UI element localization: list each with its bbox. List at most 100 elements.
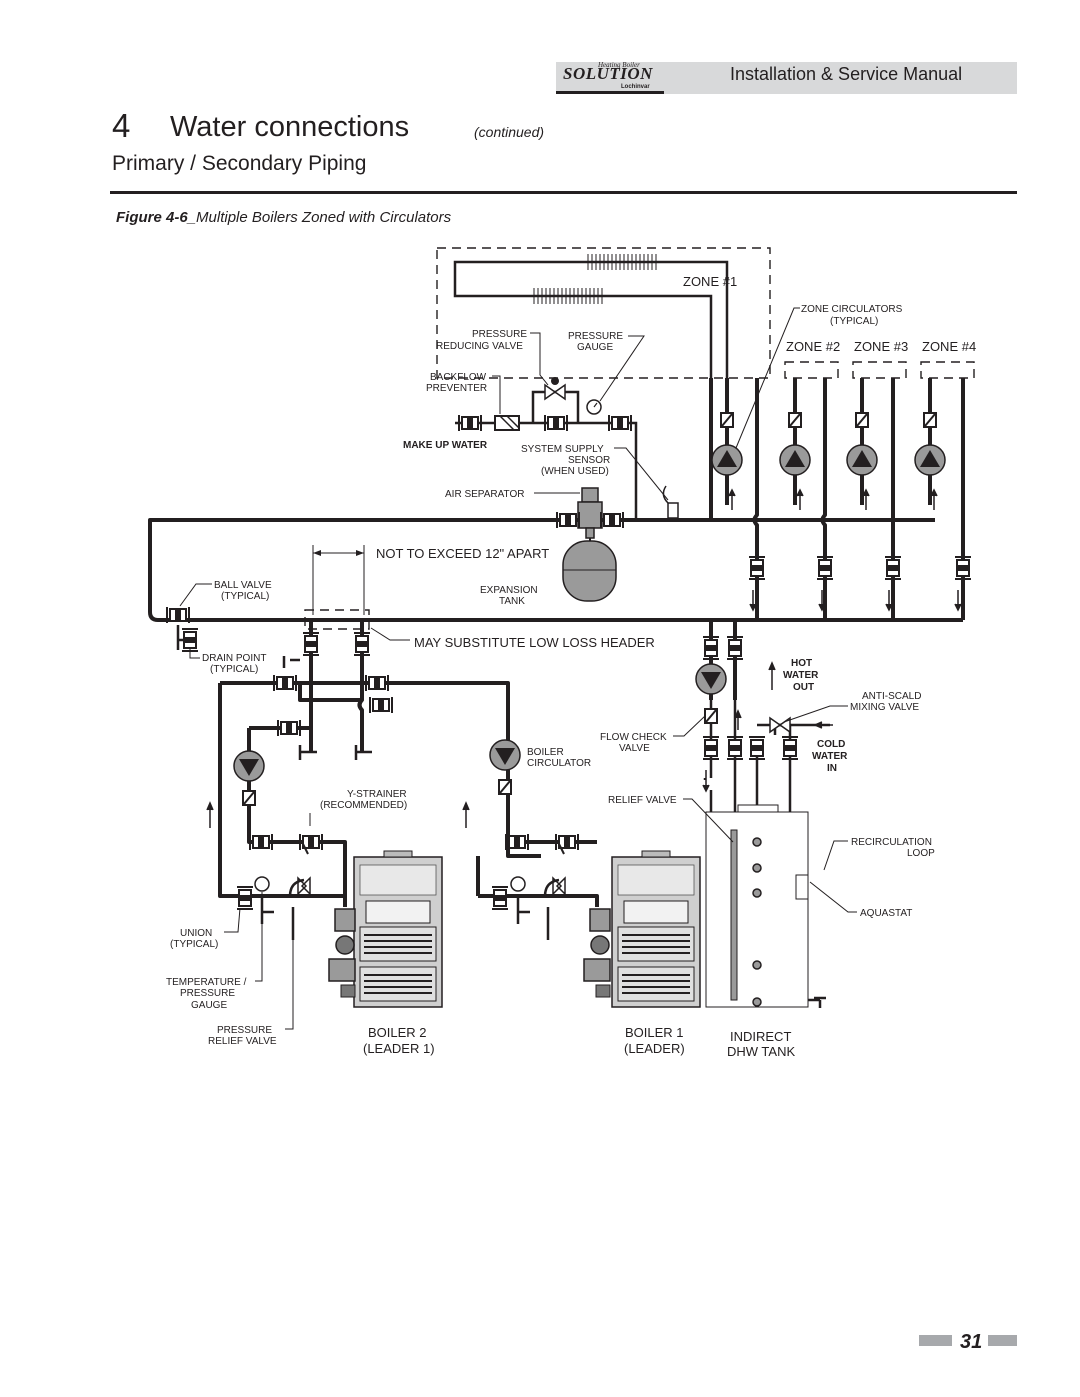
exp-tank-label-2: TANK — [499, 596, 525, 607]
continued-note: (continued) — [474, 124, 545, 140]
zone-circ-typical: (TYPICAL) — [830, 316, 878, 327]
backflow-label: BACKFLOW — [430, 372, 487, 383]
hot-water-label: HOT — [791, 658, 812, 669]
zone3-box — [852, 361, 907, 379]
dhw-flow-check — [704, 708, 718, 724]
system-supply-main — [148, 518, 935, 612]
zone3-return-valve — [884, 556, 902, 580]
twelve-inch-dimension — [312, 545, 365, 615]
b1-iso-valve — [505, 833, 529, 851]
boiler1-label: BOILER 1 — [625, 1025, 684, 1040]
b1-temp-pressure-gauge — [510, 876, 526, 892]
figure-caption: Figure 4-6_Multiple Boilers Zoned with C… — [116, 209, 451, 226]
air-sep-valve-r — [600, 511, 624, 529]
air-separator — [577, 487, 603, 539]
dhw-tank-label: INDIRECT — [730, 1029, 791, 1044]
b1-ystrainer — [555, 833, 579, 851]
section-title: Primary / Secondary Piping — [112, 152, 367, 175]
zone-circ-label: ZONE CIRCULATORS — [801, 304, 903, 315]
backflow-label-2: PREVENTER — [426, 383, 487, 394]
ball-valve-label: BALL VALVE — [214, 580, 272, 591]
relief-valve-label: RELIEF VALVE — [608, 795, 677, 806]
page-number-bar-right — [988, 1335, 1017, 1346]
zone4-return-valve — [954, 556, 972, 580]
pressure-relief-label-2: RELIEF VALVE — [208, 1036, 277, 1047]
exp-tank-label: EXPANSION — [480, 585, 538, 596]
b2-temp-pressure-gauge — [254, 876, 270, 892]
dhw-flow-arrows — [702, 661, 833, 793]
air-sep-valve-l — [556, 511, 580, 529]
boiler2 — [353, 850, 443, 1008]
b2-drain-valve — [277, 719, 301, 737]
tp-gauge-label: TEMPERATURE / — [166, 977, 247, 988]
boiler2-label: BOILER 2 — [368, 1025, 427, 1040]
zone4-box — [920, 361, 975, 379]
hot-water-label-3: OUT — [793, 682, 814, 693]
b2-relief-valve — [297, 876, 311, 896]
cold-water-label: COLD — [817, 739, 845, 750]
manual-title: Installation & Service Manual — [730, 64, 963, 84]
zone4-flow-check — [923, 412, 937, 428]
dhw-valve-1 — [702, 736, 720, 760]
boiler2-gas-train — [328, 908, 356, 998]
boiler2-circulator — [233, 750, 265, 782]
solution-logo — [556, 62, 664, 94]
drain-point-label-2: (TYPICAL) — [210, 664, 258, 675]
zone2-box — [784, 361, 839, 379]
aquastat — [795, 874, 809, 900]
dhw-valve-2 — [726, 736, 744, 760]
zone2-return-valve — [816, 556, 834, 580]
mixing-valve-label: ANTI-SCALD — [862, 691, 921, 702]
zone1-fins-top — [587, 254, 657, 270]
zone-flow-arrows — [728, 488, 962, 612]
dhw-valve-3 — [748, 736, 766, 760]
zone1-circulator — [711, 444, 743, 476]
zone1-boundary — [436, 247, 771, 379]
boiler-circ-label: BOILER — [527, 747, 564, 758]
dhw-valve-4 — [781, 736, 799, 760]
makeup-valve-1 — [458, 414, 482, 432]
low-loss-label: MAY SUBSTITUTE LOW LOSS HEADER — [414, 635, 655, 650]
zone3-flow-check — [855, 412, 869, 428]
cold-water-label-2: WATER — [812, 751, 848, 762]
boiler1-label-2: (LEADER) — [624, 1041, 685, 1056]
zone4-label: ZONE #4 — [922, 339, 976, 354]
b2-iso-valve — [249, 833, 273, 851]
prv-label: PRESSURE — [472, 329, 527, 340]
ystrainer-label: Y-STRAINER — [347, 789, 407, 800]
zone1-label: ZONE #1 — [683, 274, 737, 289]
recirc-label: RECIRCULATION — [851, 837, 932, 848]
b2-flow-arrows — [206, 801, 470, 828]
b1-primary-valve-1 — [702, 636, 720, 660]
boiler1 — [611, 850, 701, 1008]
zone1-fins-bottom — [533, 288, 603, 304]
zone2-flow-check — [788, 412, 802, 428]
flow-check-label: FLOW CHECK — [600, 732, 667, 743]
zone1-loop — [453, 260, 729, 405]
figure-number: Figure 4-6 — [116, 209, 188, 226]
aquastat-label: AQUASTAT — [860, 908, 912, 919]
zone1-return-valve — [748, 556, 766, 580]
anti-scald-mixing-valve — [769, 716, 791, 734]
low-loss-leader — [370, 627, 410, 641]
union-label-2: (TYPICAL) — [170, 939, 218, 950]
tp-gauge-label-2: PRESSURE — [180, 988, 235, 999]
boiler2-label-2: (LEADER 1) — [363, 1041, 435, 1056]
b2-union — [236, 886, 254, 910]
zone3-label: ZONE #3 — [854, 339, 908, 354]
makeup-valve-3 — [608, 414, 632, 432]
chapter-title: Water connections — [170, 111, 410, 143]
header-rule — [110, 191, 1017, 194]
air-sep-label: AIR SEPARATOR — [445, 489, 524, 500]
b2-drain-point — [282, 656, 300, 668]
flow-check-label-2: VALVE — [619, 743, 650, 754]
b1-flow-check — [498, 779, 512, 795]
b1-union — [491, 886, 509, 910]
sss-label-3: (WHEN USED) — [541, 466, 609, 477]
b2-flow-check — [242, 790, 256, 806]
b2-supply-valve — [273, 674, 297, 692]
mixing-valve-label-2: MIXING VALVE — [850, 702, 919, 713]
ystrainer-label-2: (RECOMMENDED) — [320, 800, 407, 811]
logo-wordmark: SOLUTION — [563, 64, 653, 83]
